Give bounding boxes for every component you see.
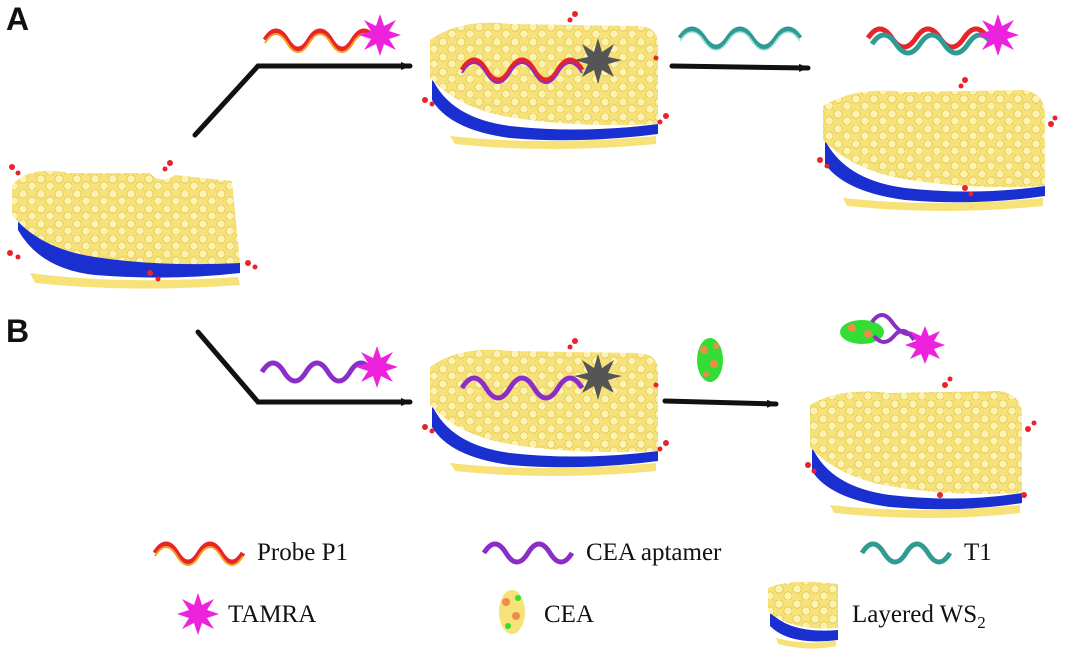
legend-cea-label: CEA — [544, 601, 594, 628]
t1-strand-free — [677, 26, 803, 50]
legend-ws2-icon — [768, 581, 838, 649]
probe-p1-strand-adsorbed — [459, 57, 585, 83]
ws2-sheet-b-middle — [422, 338, 669, 476]
ws2-sheet-start — [7, 160, 258, 289]
legend-t1-label: T1 — [964, 539, 992, 566]
tamra-star-free-b — [356, 346, 398, 388]
legend-tamra-label: TAMRA — [228, 601, 316, 628]
quenched-dye-b — [574, 354, 622, 400]
tamra-star-released-a — [977, 14, 1019, 56]
panel-label-b: B — [6, 313, 29, 349]
duplex-t1-strand — [869, 32, 995, 56]
ws2-sheet-a-right — [817, 77, 1058, 211]
ws2-sheet-a-middle — [422, 11, 669, 149]
tamra-star-free-a — [359, 14, 401, 56]
quenched-dye-a — [574, 38, 622, 84]
legend-cea-icon — [499, 590, 525, 634]
cea-aptamer-strand-free — [259, 360, 375, 384]
cea-protein-free — [697, 338, 723, 382]
ws2-sheet-b-right — [805, 376, 1037, 518]
legend-tamra-icon — [177, 593, 219, 635]
arrow-start-to-b — [195, 329, 413, 406]
arrow-b-middle-to-right — [662, 398, 779, 408]
legend-ws2-label: Layered WS2 — [852, 601, 986, 632]
panel-label-a: A — [6, 1, 29, 37]
probe-p1-strand-free — [262, 28, 378, 52]
legend-aptamer-icon — [481, 541, 575, 565]
legend-probe-icon — [152, 541, 246, 565]
legend-probe-label: Probe P1 — [257, 539, 348, 566]
aptamer-cea-complex — [840, 313, 945, 364]
legend-aptamer-label: CEA aptamer — [586, 539, 722, 566]
arrow-a-middle-to-right — [669, 63, 811, 72]
arrow-start-to-a — [192, 62, 413, 138]
cea-aptamer-strand-adsorbed — [459, 375, 585, 401]
legend-t1-icon — [859, 541, 953, 565]
